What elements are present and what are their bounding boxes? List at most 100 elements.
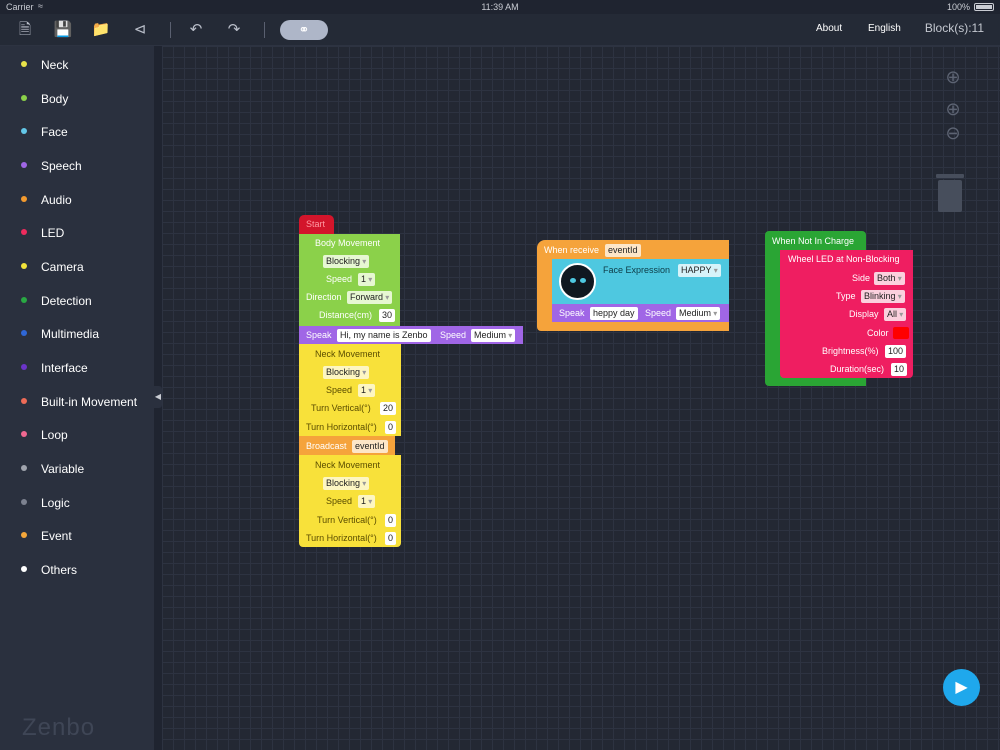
sidebar-item-logic[interactable]: Logic	[0, 492, 154, 516]
speak-block[interactable]: Speak heppy day Speed Medium	[552, 304, 729, 322]
play-icon: ▶	[955, 679, 968, 696]
sidebar-item-event[interactable]: Event	[0, 525, 154, 549]
neck-mode-dropdown[interactable]: Blocking	[323, 366, 370, 379]
neck-mode-dropdown[interactable]: Blocking	[323, 477, 370, 490]
sidebar-item-label: LED	[41, 226, 65, 240]
folder-icon[interactable]: 📁	[91, 21, 111, 38]
sidebar-item-label: Loop	[41, 428, 68, 442]
wheel-led-brightness-field[interactable]: 100	[885, 345, 907, 358]
sidebar-item-built-in-movement[interactable]: Built-in Movement	[0, 391, 154, 415]
sidebar-item-label: Others	[41, 563, 78, 577]
speak-block[interactable]: Speak Hi, my name is Zenbo Speed Medium	[299, 326, 523, 344]
share-icon[interactable]: ⊲	[133, 21, 147, 38]
save-icon[interactable]: 💾	[53, 21, 73, 38]
when-receive-event-field[interactable]: eventId	[605, 244, 641, 257]
body-speed-label: Speed	[326, 274, 353, 284]
camera-color-dot	[21, 263, 27, 269]
clock: 11:39 AM	[481, 2, 519, 12]
language-selector[interactable]: English	[868, 23, 901, 34]
undo-icon[interactable]: ↶	[189, 21, 203, 38]
zoom-in-icon[interactable]: ⊕	[945, 99, 961, 119]
sidebar-item-loop[interactable]: Loop	[0, 424, 154, 448]
sidebar-item-variable[interactable]: Variable	[0, 458, 154, 482]
wifi-icon: ≈	[38, 1, 43, 11]
speak-text-field[interactable]: Hi, my name is Zenbo	[337, 329, 431, 342]
neck-speed-label: Speed	[326, 496, 353, 506]
status-bar: Carrier ≈ 11:39 AM 100%	[0, 0, 1000, 14]
body-distance-field[interactable]: 30	[379, 309, 396, 322]
wheel-led-color-label: Color	[867, 328, 889, 338]
body-speed-dropdown[interactable]: 1	[358, 273, 376, 286]
speak-text-field[interactable]: heppy day	[590, 307, 638, 320]
sidebar-item-label: Audio	[41, 193, 72, 207]
face-expression-block[interactable]: Face Expression HAPPY	[552, 259, 729, 304]
neck-vertical-field[interactable]: 20	[380, 402, 397, 415]
sidebar-item-body[interactable]: Body	[0, 88, 154, 112]
run-button[interactable]: ▶	[943, 669, 980, 706]
neck-speed-dropdown[interactable]: 1	[358, 495, 376, 508]
event-color-dot	[21, 532, 27, 538]
neck-movement-block[interactable]: Neck Movement Blocking Speed 1 Turn Vert…	[299, 455, 401, 547]
body-distance-label: Distance(cm)	[319, 310, 373, 320]
sidebar-item-led[interactable]: LED	[0, 222, 154, 246]
wheel-led-side-dropdown[interactable]: Both	[874, 272, 905, 285]
face-expression-dropdown[interactable]: HAPPY	[678, 264, 721, 277]
broadcast-label: Broadcast	[306, 441, 347, 451]
start-block[interactable]: Start	[299, 215, 334, 234]
neck-horizontal-field[interactable]: 0	[385, 421, 397, 434]
block-count: Block(s):11	[924, 21, 984, 35]
sidebar-item-label: Event	[41, 529, 72, 543]
wheel-led-display-dropdown[interactable]: All	[884, 308, 907, 321]
broadcast-block[interactable]: Broadcast eventId	[299, 436, 395, 455]
neck-speed-dropdown[interactable]: 1	[358, 384, 376, 397]
body-direction-dropdown[interactable]: Forward	[347, 291, 393, 304]
carrier-label: Carrier	[6, 2, 34, 12]
speak-speed-dropdown[interactable]: Medium	[676, 307, 721, 320]
body-movement-block[interactable]: Body Movement Blocking Speed 1 Direction…	[299, 234, 400, 326]
audio-color-dot	[21, 196, 27, 202]
loop-color-dot	[21, 431, 27, 437]
link-button[interactable]: ⚭	[280, 20, 328, 40]
speak-label: Speak	[559, 308, 585, 318]
sidebar-item-audio[interactable]: Audio	[0, 189, 154, 213]
new-file-icon[interactable]: 🗎	[18, 21, 32, 38]
sidebar-item-face[interactable]: Face	[0, 121, 154, 145]
workspace-canvas[interactable]	[162, 46, 1000, 750]
sidebar-item-label: Body	[41, 92, 69, 106]
body-mode-dropdown[interactable]: Blocking	[323, 255, 370, 268]
about-link[interactable]: About	[816, 23, 843, 34]
neck-horizontal-field[interactable]: 0	[385, 532, 397, 545]
face-expression-label: Face Expression	[603, 265, 671, 275]
neck-horizontal-label: Turn Horizontal(°)	[306, 533, 377, 543]
sidebar-collapse-handle[interactable]: ◀	[154, 386, 162, 408]
wheel-led-duration-field[interactable]: 10	[891, 363, 908, 376]
zoom-out-icon[interactable]: ⊖	[945, 123, 961, 143]
sidebar-item-label: Detection	[41, 294, 92, 308]
recenter-icon[interactable]: ⊕	[945, 67, 961, 87]
sidebar-item-multimedia[interactable]: Multimedia	[0, 323, 154, 347]
wheel-led-block[interactable]: Wheel LED at Non-Blocking Side Both Type…	[780, 250, 913, 378]
sidebar-item-detection[interactable]: Detection	[0, 290, 154, 314]
sidebar-item-interface[interactable]: Interface	[0, 357, 154, 381]
sidebar-item-neck[interactable]: Neck	[0, 54, 154, 78]
sidebar-item-others[interactable]: Others	[0, 559, 154, 583]
wheel-led-side-label: Side	[852, 273, 871, 283]
wheel-led-color-swatch[interactable]	[893, 327, 909, 339]
face-color-dot	[21, 128, 27, 134]
redo-icon[interactable]: ↷	[227, 21, 241, 38]
speak-label: Speak	[306, 330, 332, 340]
face-preview-icon	[559, 263, 596, 300]
speak-speed-dropdown[interactable]: Medium	[471, 329, 516, 342]
sidebar-item-camera[interactable]: Camera	[0, 256, 154, 280]
sidebar-item-label: Multimedia	[41, 327, 100, 341]
broadcast-event-field[interactable]: eventId	[352, 440, 388, 453]
sidebar-item-label: Interface	[41, 361, 88, 375]
wheel-led-type-dropdown[interactable]: Blinking	[861, 290, 905, 303]
sidebar-item-label: Built-in Movement	[41, 395, 138, 409]
trash-icon[interactable]	[936, 174, 964, 214]
neck-vertical-field[interactable]: 0	[385, 514, 397, 527]
logic-color-dot	[21, 499, 27, 505]
neck-movement-block[interactable]: Neck Movement Blocking Speed 1 Turn Vert…	[299, 344, 401, 436]
sidebar-item-speech[interactable]: Speech	[0, 155, 154, 179]
